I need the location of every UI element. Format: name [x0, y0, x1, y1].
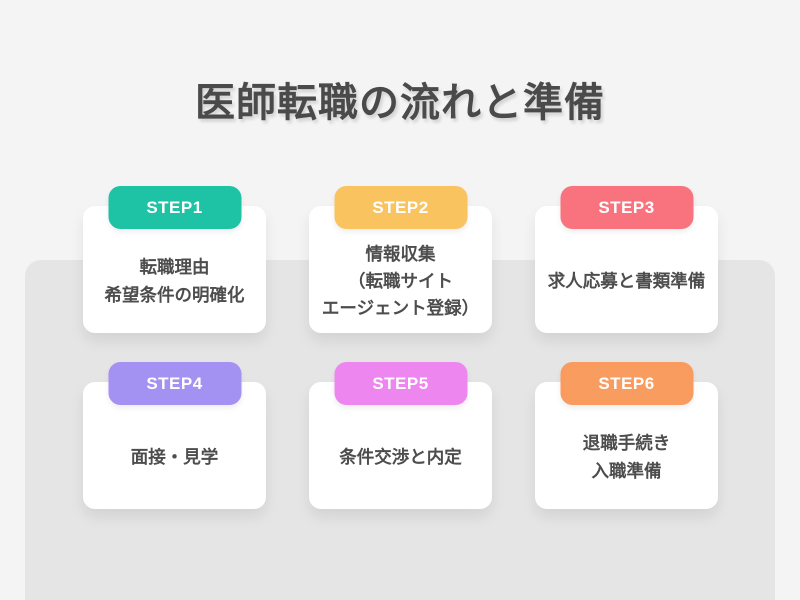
step-description-3: 求人応募と書類準備 [547, 270, 706, 291]
step-description-1: 転職理由 希望条件の明確化 [104, 257, 245, 305]
steps-grid: STEP1 転職理由 希望条件の明確化 STEP2 情報収集 （転職サイト エー… [83, 186, 718, 509]
step-badge-1: STEP1 [108, 186, 241, 229]
step-card-3: STEP3 求人応募と書類準備 [535, 186, 718, 333]
step-badge-2: STEP2 [334, 186, 467, 229]
step-description-6: 退職手続き 入職準備 [582, 433, 671, 481]
page-title: 医師転職の流れと準備 [195, 80, 605, 125]
step-card-1: STEP1 転職理由 希望条件の明確化 [83, 186, 266, 333]
step-badge-6: STEP6 [560, 362, 693, 405]
step-badge-3: STEP3 [560, 186, 693, 229]
step-description-5: 条件交渉と内定 [339, 446, 462, 467]
step-card-4: STEP4 面接・見学 [83, 362, 266, 509]
step-badge-5: STEP5 [334, 362, 467, 405]
step-card-5: STEP5 条件交渉と内定 [309, 362, 492, 509]
step-badge-4: STEP4 [108, 362, 241, 405]
step-card-6: STEP6 退職手続き 入職準備 [535, 362, 718, 509]
step-description-2: 情報収集 （転職サイト エージェント登録） [321, 243, 480, 319]
step-card-2: STEP2 情報収集 （転職サイト エージェント登録） [309, 186, 492, 333]
step-description-4: 面接・見学 [130, 446, 219, 467]
